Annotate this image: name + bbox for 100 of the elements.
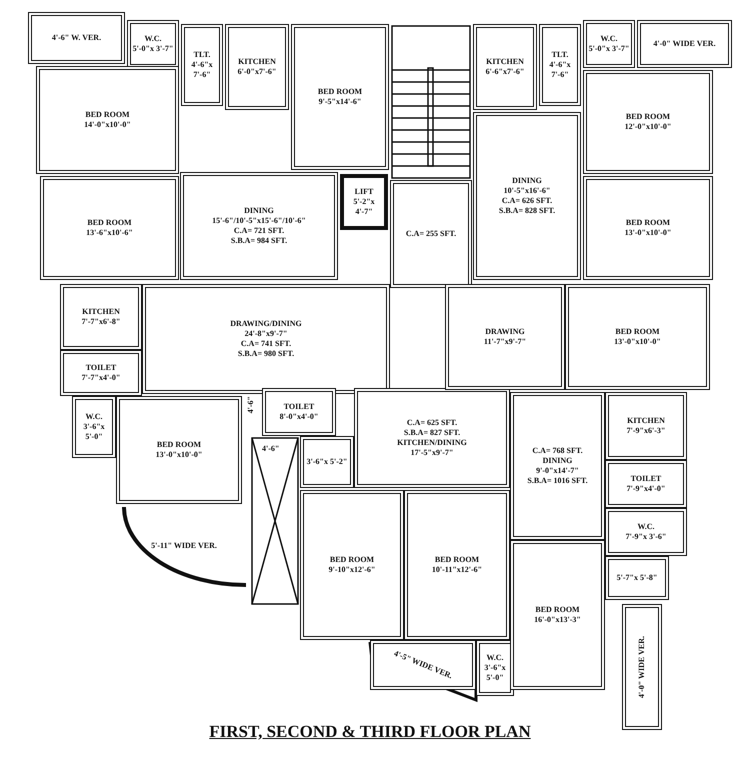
room-label: C.A= 741 SFT. — [240, 339, 292, 349]
room-label: S.B.A= 980 SFT. — [238, 349, 294, 359]
room — [605, 392, 687, 460]
room-label: S.B.A= 827 SFT. — [404, 428, 460, 438]
lobby — [390, 180, 472, 288]
room-label: 3'-6"x 5'-2" — [306, 457, 348, 467]
room-label: 11'-7"x9'-7" — [484, 337, 526, 347]
room-label: 4'-5" WIDE VER. — [392, 648, 454, 682]
room-label: 7'-9"x6'-3" — [626, 426, 666, 436]
verandah — [622, 604, 662, 730]
room-label: W.C. — [144, 34, 162, 44]
room-label: DINING — [244, 206, 274, 216]
room-label: C.A= 626 SFT. — [502, 196, 552, 206]
room-label: LIFT — [354, 187, 374, 197]
room-label: BED ROOM — [85, 110, 130, 120]
room — [36, 66, 179, 174]
verandah — [28, 12, 125, 64]
room-label: BED ROOM — [626, 112, 670, 122]
dimension-label: 4'-6" — [246, 396, 255, 414]
room-label: 6'-0"x7'-6" — [238, 67, 276, 77]
room-label: DINING — [542, 456, 572, 466]
room — [300, 436, 354, 488]
room-label: 4'-0" WIDE VER. — [637, 636, 647, 698]
room-label: S.B.A= 984 SFT. — [230, 236, 288, 246]
room-label: TOILET — [630, 474, 662, 484]
room-label: C.A= 625 SFT. — [406, 418, 458, 428]
room-label: C.A= 768 SFT. — [532, 446, 583, 456]
room — [605, 460, 687, 508]
room-label: C.A= 255 SFT. — [406, 229, 456, 239]
room-label: TOILET — [86, 363, 116, 373]
room — [127, 20, 179, 68]
room-label: KITCHEN — [486, 57, 524, 67]
room-label: 13'-0"x10'-0" — [156, 450, 202, 460]
room-label: 5'-11" WIDE VER. — [151, 541, 217, 551]
room — [539, 24, 581, 106]
room-label: 14'-0"x10'-0" — [84, 120, 131, 130]
room-label: TLT. — [552, 50, 568, 60]
room-label: DRAWING — [485, 327, 525, 337]
room — [142, 284, 390, 394]
room-label: BED ROOM — [615, 327, 660, 337]
room-label: KITCHEN — [82, 307, 120, 317]
room-label: 5'-0"x 3'-7" — [132, 44, 174, 54]
room-label: TLT. — [194, 50, 210, 60]
room-label: 3'-6"x 5'-0" — [82, 422, 106, 442]
room-label: 4'-6"x 7'-6" — [548, 60, 572, 80]
plan-title: FIRST, SECOND & THIRD FLOOR PLAN — [209, 722, 531, 741]
room — [225, 24, 289, 110]
room-label: S.B.A= 828 SFT. — [498, 206, 556, 216]
room-label: 4'-0" WIDE VER. — [653, 39, 716, 49]
room-label: 7'-9"x 3'-6" — [626, 532, 666, 542]
room — [60, 284, 142, 350]
room-label: BED ROOM — [434, 555, 480, 565]
room — [180, 172, 338, 280]
room-label: W.C. — [600, 34, 618, 44]
room-label: 16'-0"x13'-3" — [534, 615, 581, 625]
room-label: 6'-6"x7'-6" — [486, 67, 524, 77]
room-label: BED ROOM — [87, 218, 132, 228]
room-label: 15'-6"/10'-5"x15'-6"/10'-6" — [212, 216, 306, 226]
room — [473, 112, 581, 280]
room-label: 9'-10"x12'-6" — [328, 565, 376, 575]
room-label: 13'-0"x10'-0" — [614, 337, 661, 347]
room — [40, 176, 179, 280]
room — [583, 176, 713, 280]
room — [583, 20, 635, 68]
room-label: 24'-8"x9'-7" — [244, 329, 288, 339]
room-label: 9'-0"x14'-7" — [536, 466, 579, 476]
room — [445, 284, 565, 390]
room-label: 7'-9"x4'-0" — [626, 484, 666, 494]
room — [605, 508, 687, 556]
room-label: 9'-5"x14'-6" — [318, 97, 362, 107]
room-label: 7'-7"x4'-0" — [82, 373, 120, 383]
room-label: 12'-0"x10'-0" — [624, 122, 672, 132]
room — [404, 490, 510, 640]
room-label: 17'-5"x9'-7" — [410, 448, 454, 458]
verandah — [370, 640, 476, 690]
verandah — [637, 20, 732, 68]
room-label: 5'-2"x 4'-7" — [352, 197, 376, 217]
room — [583, 70, 713, 174]
room-label: 13'-0"x10'-0" — [624, 228, 672, 238]
room — [181, 24, 223, 106]
room-label: BED ROOM — [156, 440, 202, 450]
room-label: 3'-6"x 5'-0" — [483, 663, 507, 683]
room-label: 5'-7"x 5'-8" — [616, 573, 658, 583]
room-label: 10'-5"x16'-6" — [504, 186, 550, 196]
room-label: BED ROOM — [535, 605, 580, 615]
room — [262, 388, 336, 436]
room — [116, 396, 242, 504]
room-label: DINING — [512, 176, 542, 186]
room — [60, 350, 142, 396]
room — [565, 284, 710, 390]
room-label: 4'-6"x 7'-6" — [190, 60, 214, 80]
room-label: C.A= 721 SFT. — [234, 226, 284, 236]
room — [300, 490, 404, 640]
room-label: 13'-6"x10'-6" — [86, 228, 133, 238]
room-label: BED ROOM — [330, 555, 374, 565]
room-label: KITCHEN — [238, 57, 276, 67]
room — [510, 392, 605, 540]
room — [605, 556, 669, 600]
dimension-label: 4'-6" — [262, 444, 280, 453]
room — [354, 388, 510, 488]
